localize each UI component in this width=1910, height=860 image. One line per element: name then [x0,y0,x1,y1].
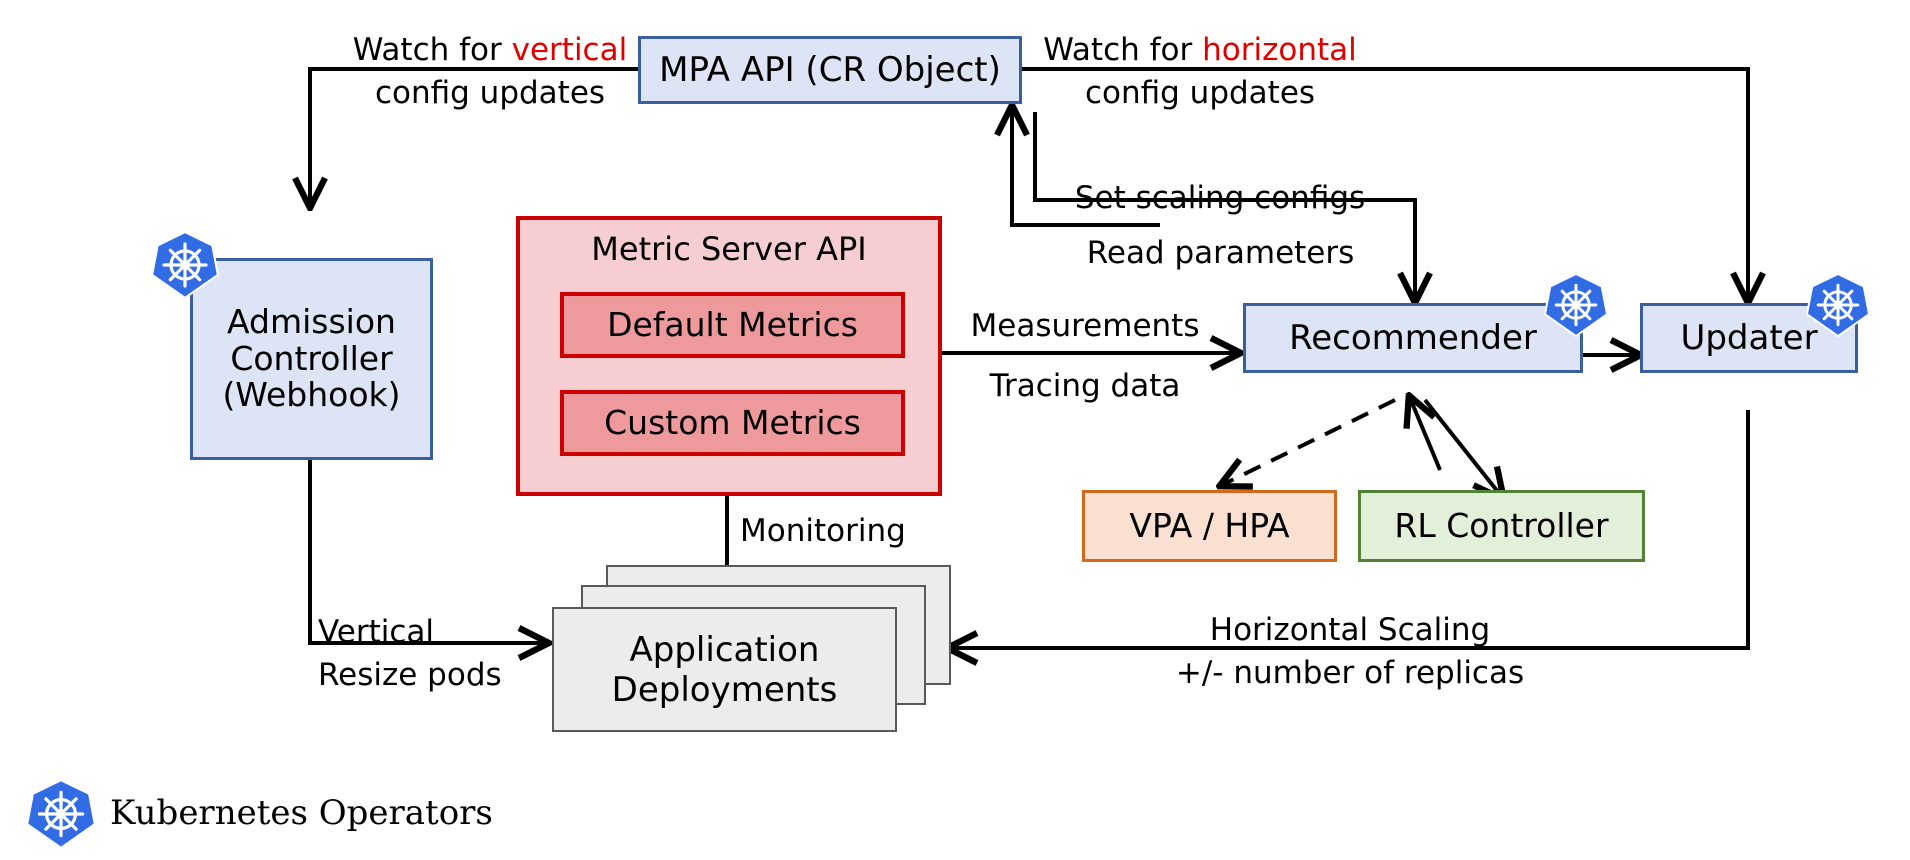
edge-recommender-to-rl [1423,398,1502,497]
node-rl-controller[interactable]: RL Controller [1358,490,1645,562]
edge-label-horizontal-scaling: Horizontal Scaling +/- number of replica… [1120,612,1580,691]
application-deployments-line2: Deployments [611,669,838,710]
edge-label-watch-vertical: Watch for vertical config updates [340,32,640,111]
measurements-text: Measurements [970,308,1200,344]
edge-rl-to-recommender [1410,398,1442,471]
edge-label-set-scaling-configs: Set scaling configs [1060,180,1380,217]
edge-label-tracing-data: Tracing data [975,368,1195,405]
edge-recommender-to-vpa-hpa [1222,398,1396,485]
read-parameters-text: Read parameters [1086,235,1355,271]
node-mpa-api-label: MPA API (CR Object) [659,49,1001,90]
edge-label-measurements: Measurements [960,308,1210,345]
horizontal-scaling-line2: +/- number of replicas [1175,654,1525,691]
vertical-resize-line1: Vertical [318,614,435,650]
node-vpa-hpa[interactable]: VPA / HPA [1082,490,1337,562]
kubernetes-icon [25,778,97,850]
rl-controller-label: RL Controller [1394,505,1609,545]
updater-label: Updater [1680,317,1818,358]
watch-vertical-prefix: Watch for [352,32,512,68]
legend-label: Kubernetes Operators [110,793,493,833]
edge-label-read-parameters: Read parameters [1078,235,1363,272]
custom-metrics-label: Custom Metrics [604,402,861,442]
node-default-metrics[interactable]: Default Metrics [560,292,905,358]
tracing-data-text: Tracing data [989,368,1181,404]
watch-vertical-emphasis: vertical [511,32,628,68]
watch-horizontal-line2: config updates [1084,74,1316,111]
set-scaling-configs-text: Set scaling configs [1074,180,1366,216]
deployment-sheet-front: Application Deployments [552,607,897,732]
kubernetes-icon [1805,272,1871,338]
kubernetes-icon [1543,272,1609,338]
edge-label-vertical-resize: Vertical Resize pods [318,614,548,693]
monitoring-text: Monitoring [740,513,906,549]
vpa-hpa-label: VPA / HPA [1129,505,1290,545]
admission-controller-line3: (Webhook) [222,375,401,415]
node-admission-controller[interactable]: Admission Controller (Webhook) [190,258,433,460]
edge-label-monitoring: Monitoring [740,513,940,550]
legend-label-text: Kubernetes Operators [110,793,493,833]
watch-vertical-line2: config updates [374,74,606,111]
node-recommender[interactable]: Recommender [1243,303,1583,373]
admission-controller-line1: Admission [227,301,396,341]
application-deployments-line1: Application [629,629,820,670]
default-metrics-label: Default Metrics [607,304,858,344]
horizontal-scaling-line1: Horizontal Scaling [1209,612,1491,648]
watch-horizontal-prefix: Watch for [1043,32,1203,68]
vertical-resize-line2: Resize pods [318,656,502,693]
watch-horizontal-emphasis: horizontal [1202,32,1357,68]
admission-controller-line2: Controller [230,338,393,378]
edge-label-watch-horizontal: Watch for horizontal config updates [1040,32,1360,111]
node-custom-metrics[interactable]: Custom Metrics [560,390,905,456]
node-application-deployments[interactable]: Application Deployments [546,565,966,732]
node-mpa-api[interactable]: MPA API (CR Object) [638,36,1022,104]
metric-server-api-label: Metric Server API [591,230,867,268]
kubernetes-icon [150,230,220,300]
recommender-label: Recommender [1289,317,1537,358]
